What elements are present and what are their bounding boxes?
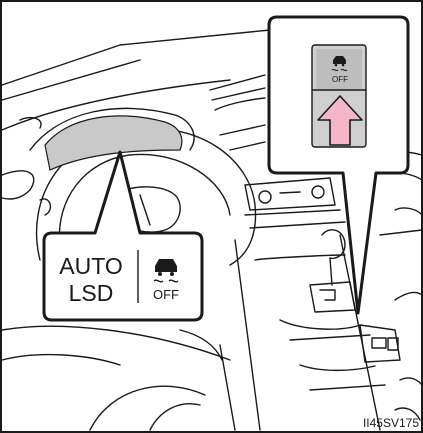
figure-code: II45SV175	[363, 416, 419, 430]
dashboard-callout: AUTO LSD OFF	[44, 152, 202, 320]
switch-off-label: OFF	[332, 75, 348, 84]
auto-lsd-label-line1: AUTO	[59, 253, 122, 279]
switch-callout: OFF	[269, 17, 408, 313]
instrument-cluster	[45, 116, 182, 170]
auto-lsd-label-line2: LSD	[69, 280, 114, 306]
vsc-off-label: OFF	[153, 287, 179, 302]
